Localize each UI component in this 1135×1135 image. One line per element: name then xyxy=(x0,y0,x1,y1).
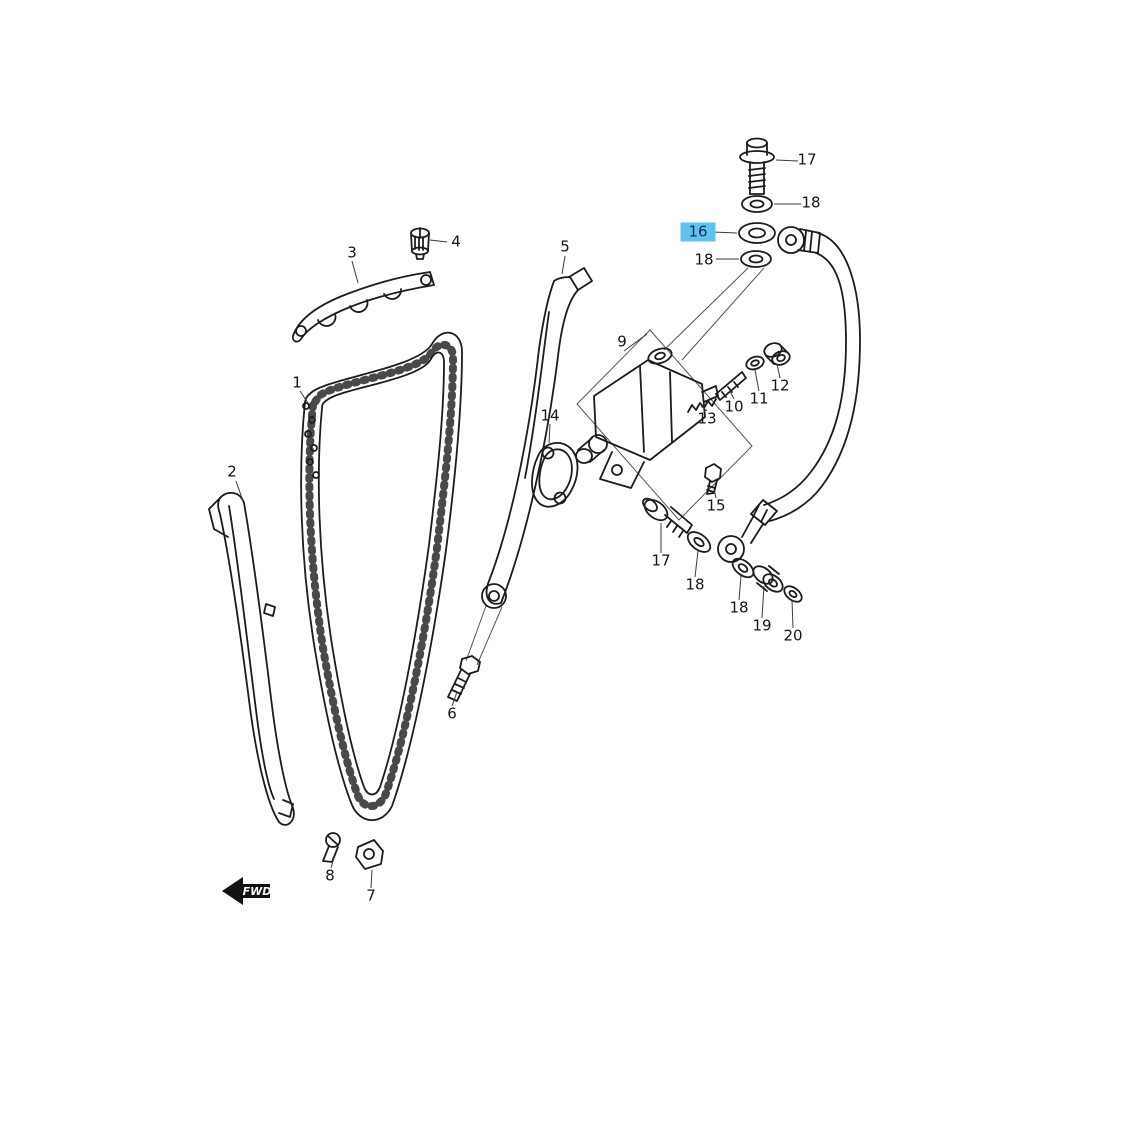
part-label-13[interactable]: 13 xyxy=(697,409,717,428)
part-label-11[interactable]: 11 xyxy=(749,389,769,408)
part-13-spring xyxy=(687,398,717,413)
leader-lines xyxy=(235,159,801,889)
part-18-washer-left xyxy=(740,250,772,268)
part-17-bolt-top xyxy=(739,137,775,195)
part-label-17-top[interactable]: 17 xyxy=(797,150,817,169)
part-label-10[interactable]: 10 xyxy=(724,397,744,416)
part-label-3[interactable]: 3 xyxy=(347,243,357,262)
part-18-washer-lower xyxy=(731,557,755,579)
part-4-screw xyxy=(410,227,430,260)
part-3-chain-guide-top xyxy=(291,271,435,343)
part-6-bolt xyxy=(447,655,481,702)
part-label-16[interactable]: 16 xyxy=(680,222,716,242)
part-17-bolt-mid xyxy=(642,497,693,538)
part-label-7[interactable]: 7 xyxy=(366,886,376,905)
part-label-18-left[interactable]: 18 xyxy=(694,250,714,269)
part-18-washer-mid xyxy=(686,531,712,553)
part-9-tensioner-body xyxy=(575,347,719,489)
part-label-5[interactable]: 5 xyxy=(560,237,570,256)
part-label-8[interactable]: 8 xyxy=(325,866,335,885)
part-label-18-lower[interactable]: 18 xyxy=(729,598,749,617)
part-8-bolt xyxy=(322,832,341,863)
part-20-washer xyxy=(783,585,803,603)
part-11-washer xyxy=(745,355,765,371)
construction-lines xyxy=(465,267,765,666)
oil-hose xyxy=(717,226,861,563)
part-label-15[interactable]: 15 xyxy=(706,496,726,515)
part-2-chain-guide xyxy=(208,492,295,826)
part-label-20[interactable]: 20 xyxy=(783,626,803,645)
part-label-6[interactable]: 6 xyxy=(447,704,457,723)
part-16-sealing-washer xyxy=(738,222,776,244)
part-label-18-top[interactable]: 18 xyxy=(801,193,821,212)
part-label-18-mid[interactable]: 18 xyxy=(685,575,705,594)
fwd-arrow: FWD xyxy=(222,877,271,905)
part-19-union xyxy=(752,565,784,593)
part-label-12[interactable]: 12 xyxy=(770,376,790,395)
part-18-washer-top xyxy=(741,195,773,213)
part-label-14[interactable]: 14 xyxy=(540,406,560,425)
part-15-bolt xyxy=(704,463,722,495)
part-label-1[interactable]: 1 xyxy=(292,373,302,392)
part-label-17-mid[interactable]: 17 xyxy=(651,551,671,570)
part-label-2[interactable]: 2 xyxy=(227,462,237,481)
fwd-arrow-label: FWD xyxy=(243,885,272,898)
part-14-gasket xyxy=(531,442,579,508)
part-label-9[interactable]: 9 xyxy=(617,332,627,351)
part-7-plate xyxy=(355,839,384,870)
part-10-push-rod xyxy=(715,371,747,401)
part-label-19[interactable]: 19 xyxy=(752,616,772,635)
part-12-plug-bolt xyxy=(763,342,791,366)
part-1-cam-chain xyxy=(300,331,463,821)
part-5-tensioner-blade xyxy=(481,267,593,609)
part-label-4[interactable]: 4 xyxy=(451,232,461,251)
